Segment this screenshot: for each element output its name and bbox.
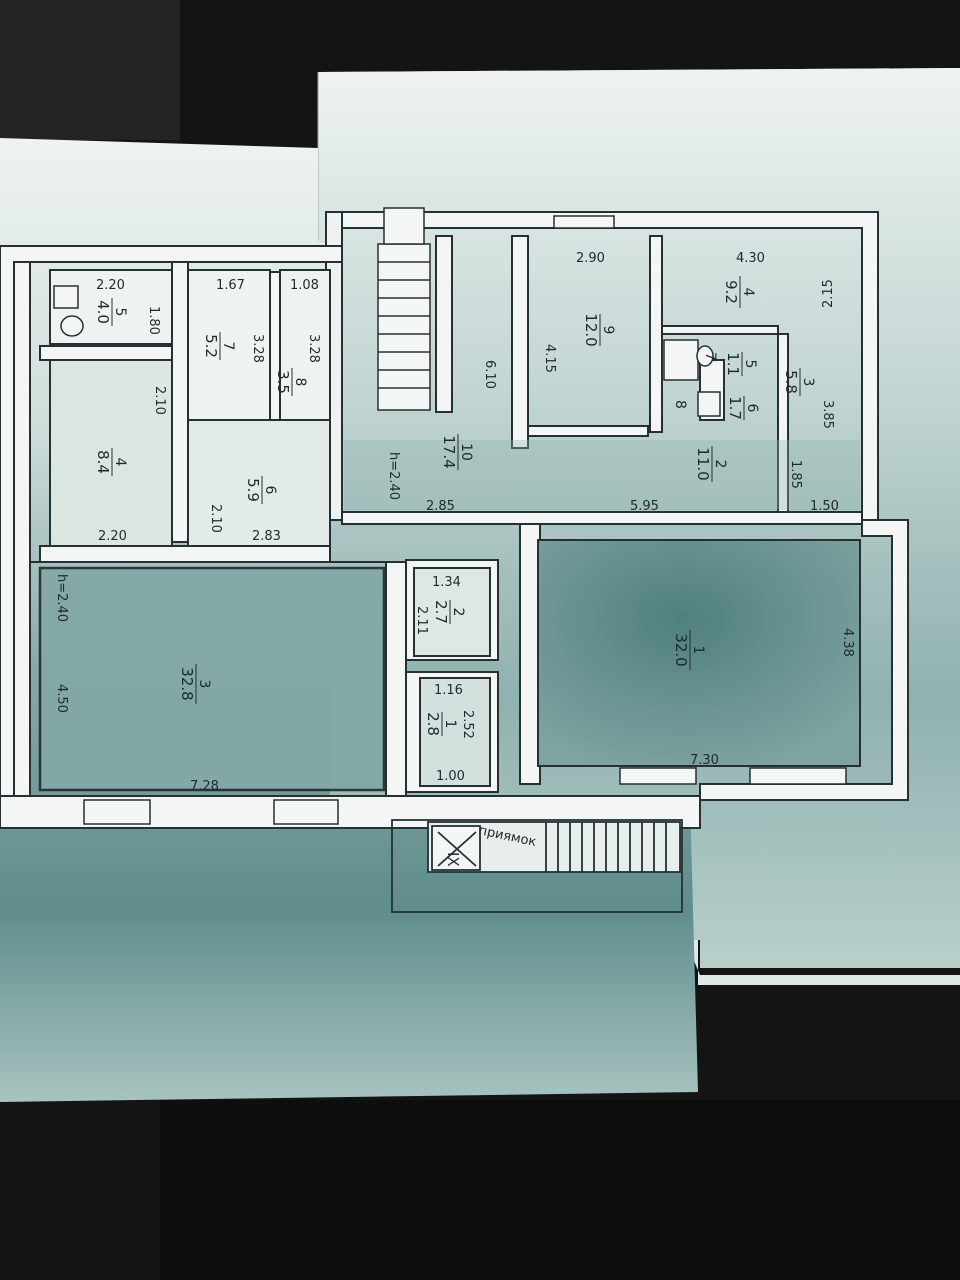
- dim-252: 2.52: [460, 710, 475, 739]
- dim-210b: 2.10: [208, 504, 223, 533]
- dim-328a: 3.28: [250, 334, 265, 363]
- room-1-right-number: 1: [690, 646, 706, 655]
- dim-290: 2.90: [576, 251, 605, 266]
- dim-328b: 3.28: [306, 334, 321, 363]
- room-4-left-area: 8.4: [94, 450, 112, 474]
- dim-595: 5.95: [630, 499, 659, 514]
- dim-730: 7.30: [690, 753, 719, 768]
- dim-108: 1.08: [290, 278, 319, 293]
- ceiling-height-right: h=2.40: [386, 452, 401, 500]
- room-3-right-number: 3: [800, 378, 816, 387]
- room-2-right-area: 11.0: [694, 447, 712, 480]
- room-3-left-area: 32.8: [178, 667, 196, 700]
- room-5-left-number: 5: [112, 308, 128, 317]
- dim-438: 4.38: [840, 628, 855, 657]
- room-4-right-area: 9.2: [722, 280, 740, 304]
- room-6-left-area: 5.9: [244, 478, 262, 502]
- room-9-area: 12.0: [582, 313, 600, 346]
- dim-285: 2.85: [426, 499, 455, 514]
- dim-100: 1.00: [436, 769, 465, 784]
- dim-210a: 2.10: [152, 386, 167, 415]
- toilet-fixtures-right: [663, 339, 721, 417]
- dim-430: 4.30: [736, 251, 765, 266]
- dim-385: 3.85: [820, 400, 835, 429]
- dim-610: 6.10: [482, 360, 497, 389]
- room-2-left-number: 2: [450, 608, 466, 617]
- room-10-area: 17.4: [440, 435, 458, 468]
- room-7-left-area: 5.2: [202, 334, 220, 358]
- room-3-right-area: 5.8: [782, 370, 800, 394]
- dim-180: 1.80: [146, 306, 161, 335]
- dim-415: 4.15: [542, 344, 557, 373]
- dim-283: 2.83: [252, 529, 281, 544]
- room-6-left-number: 6: [262, 486, 278, 495]
- dim-167: 1.67: [216, 278, 245, 293]
- dim-116: 1.16: [434, 683, 463, 698]
- dim-185: 1.85: [788, 460, 803, 489]
- room-6-right-area: 1.7: [726, 396, 744, 420]
- room-1-right-area: 32.0: [672, 633, 690, 666]
- room-8-left-number: 8: [292, 378, 308, 387]
- lower-stair-pit: [391, 819, 683, 913]
- room-7-left-number: 7: [220, 342, 236, 351]
- room-2-right-number: 2: [712, 460, 728, 469]
- room-5-right-area: 1.1: [724, 352, 742, 376]
- room-4-left-number: 4: [112, 458, 128, 467]
- dim-134: 1.34: [432, 575, 461, 590]
- room-5-right-number: 5: [742, 360, 758, 369]
- room-4-right-number: 4: [740, 288, 756, 297]
- stairs-right-top: [377, 207, 431, 411]
- room-3-left-number: 3: [196, 680, 212, 689]
- room-1-left-number: 1: [442, 720, 458, 729]
- toilet-fixture-left: [53, 285, 84, 337]
- room-7-right-number: 7: [702, 352, 718, 361]
- dim-450: 4.50: [54, 684, 69, 713]
- right-plan-labels: 2.90 4.30 2.15 4.15 6.10 3.85 1.85 1.50 …: [386, 251, 855, 768]
- dim-728: 7.28: [190, 779, 219, 794]
- room-5-left-area: 4.0: [94, 300, 112, 324]
- room-8-left-area: 3.5: [274, 370, 292, 394]
- room-1-right: [537, 539, 861, 767]
- room-1-left-area: 2.8: [424, 712, 442, 736]
- dim-220b: 2.20: [98, 529, 127, 544]
- dim-220a: 2.20: [96, 278, 125, 293]
- room-2-left-area: 2.7: [432, 600, 450, 624]
- stair-label-ix: IX: [444, 852, 462, 867]
- dim-150: 1.50: [810, 499, 839, 514]
- dim-215: 2.15: [821, 279, 836, 308]
- room-9-number: 9: [600, 326, 616, 335]
- ceiling-height-left: h=2.40: [54, 574, 69, 622]
- room-6-right-number: 6: [744, 404, 760, 413]
- room-3-left: [38, 566, 386, 792]
- dim-211: 2.11: [414, 606, 429, 635]
- room-8-right-number: 8: [672, 400, 688, 409]
- room-10-number: 10: [458, 443, 474, 461]
